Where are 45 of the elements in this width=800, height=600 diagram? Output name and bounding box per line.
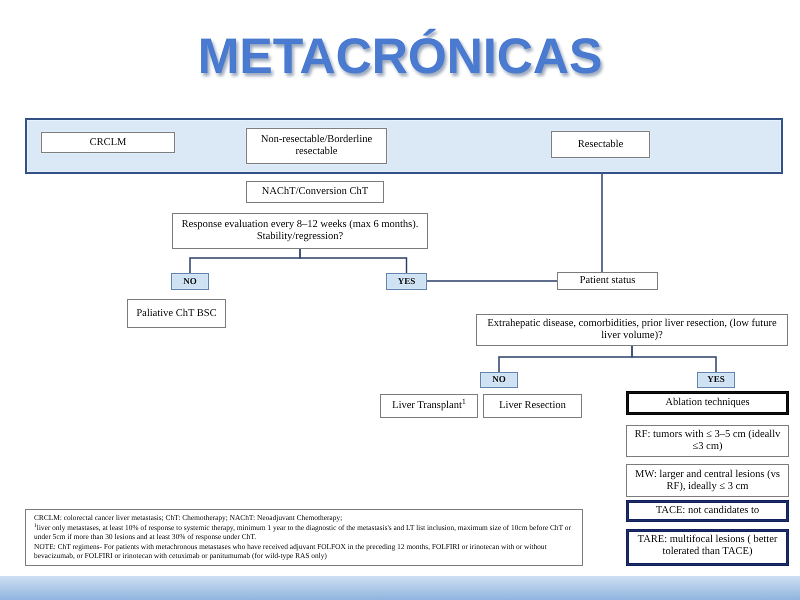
- node-label: TARE: multifocal lesions ( better tolerated than TACE): [636, 534, 778, 558]
- process-box: [476, 314, 788, 346]
- node-label: Liver Resection: [499, 400, 566, 412]
- node-label: YES: [398, 274, 416, 288]
- process-box: [626, 464, 789, 497]
- node-label: Paliative ChT BSC: [136, 308, 217, 320]
- node-label: Extrahepatic disease, comorbidities, prior liver resection, (low future liver volume)?: [486, 318, 778, 342]
- decision-tag: [480, 372, 518, 388]
- node-label: NO: [492, 373, 506, 386]
- node-label: Response evaluation every 8‒12 weeks (max 6 months). Stability/regression?: [180, 219, 420, 243]
- node-label: TACE: not candidates to: [656, 505, 760, 517]
- node-label: Patient status: [580, 275, 636, 287]
- node-label: NAChT/Conversion ChT: [262, 186, 368, 198]
- connector-line: [601, 174, 603, 272]
- footnote-box: [25, 509, 583, 566]
- decision-tag: [171, 273, 209, 290]
- process-box: [246, 128, 387, 164]
- process-box: [172, 213, 428, 249]
- node-label: CRCLM: [90, 136, 126, 148]
- process-box: [551, 131, 650, 158]
- process-box: [380, 394, 478, 418]
- process-box: [626, 391, 789, 415]
- node-label: Ablation techniques: [665, 396, 750, 410]
- process-box: [483, 394, 582, 418]
- process-box: [41, 132, 175, 153]
- node-label: RF: tumors with ≤ 3‒5 cm (ideallv ≤3 cm): [634, 429, 782, 453]
- connector-line: [631, 346, 717, 372]
- connector-line: [427, 280, 557, 282]
- process-box: [626, 425, 789, 457]
- node-label: Resectable: [578, 138, 624, 150]
- decision-tag: [386, 273, 427, 290]
- node-label: YES: [707, 373, 725, 386]
- process-box: [557, 272, 658, 290]
- process-box: [127, 299, 226, 328]
- title: METACRÓNICAS: [196, 27, 604, 86]
- process-box: [246, 181, 384, 203]
- node-label: Non-resectable/Borderline resectable: [260, 134, 374, 158]
- connector-line: [299, 249, 408, 273]
- process-box: [626, 529, 789, 566]
- process-box: [626, 500, 789, 522]
- header-band: [25, 118, 783, 174]
- node-label: MW: larger and central lesions (vs RF), ideally ≤ 3 cm: [634, 468, 781, 492]
- node-label: Liver Transplant$^{1}$: [392, 400, 466, 412]
- decision-tag: [697, 372, 735, 388]
- node-label: NO: [183, 274, 197, 288]
